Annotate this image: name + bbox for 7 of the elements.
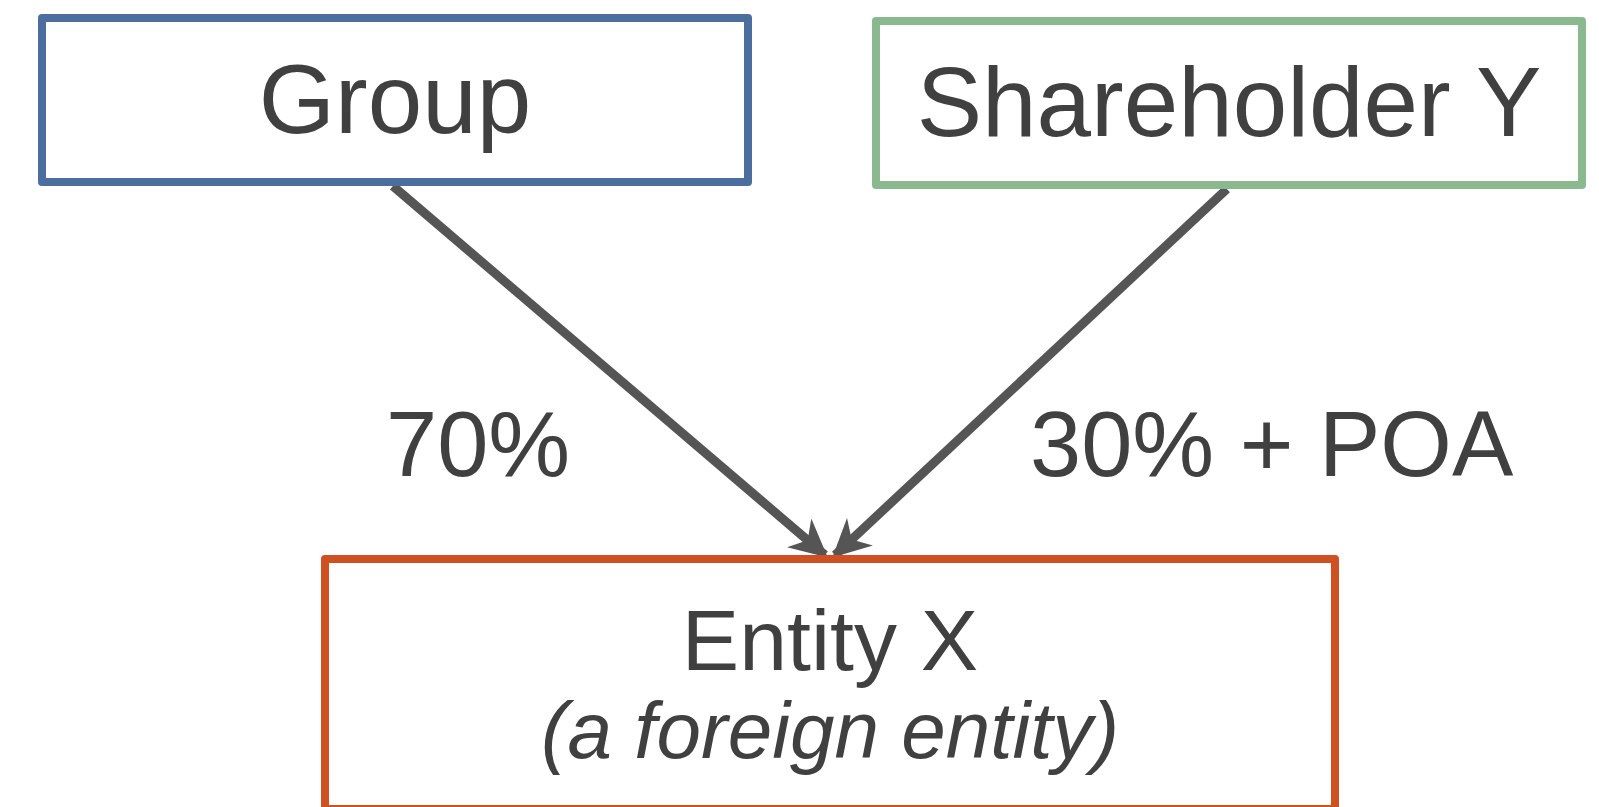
entity-box: [872, 17, 1586, 189]
entity-box: [321, 555, 1339, 807]
entity-description: (a foreign entity): [540, 687, 1119, 776]
entity-name: Entity X: [681, 592, 979, 688]
entity-name: Group: [258, 46, 532, 154]
entity-name: Shareholder Y: [916, 49, 1542, 157]
entity-box: [38, 14, 752, 186]
